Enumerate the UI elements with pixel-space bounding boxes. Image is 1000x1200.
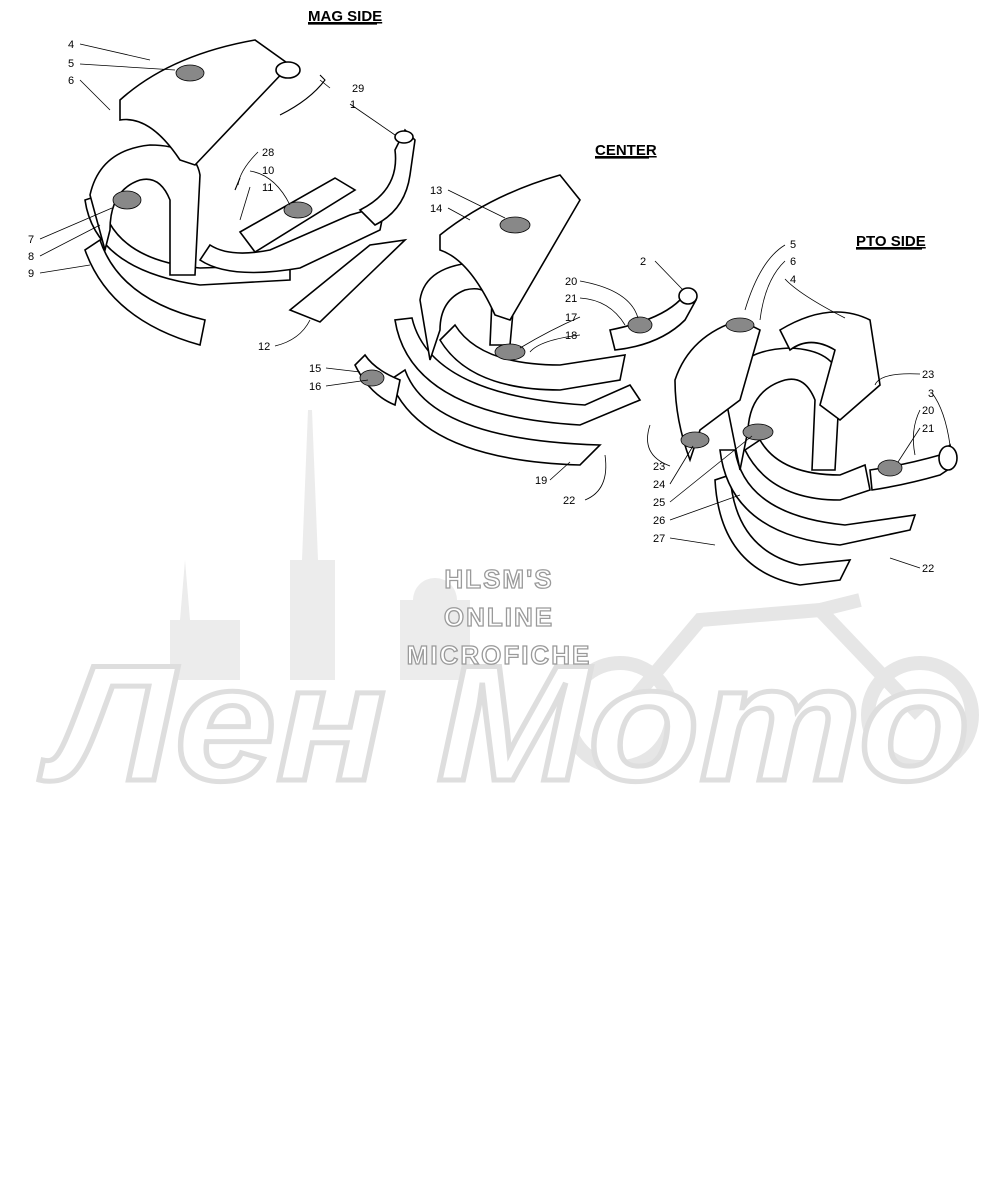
pto-heat-shield-middle — [719, 449, 917, 546]
callout-3: 3 — [928, 388, 934, 400]
section-title-mag-side: MAG SIDE — [308, 8, 382, 25]
callout-5-pto: 5 — [790, 239, 796, 251]
callout-numbers: 4 5 6 29 1 28 10 11 7 8 9 12 13 14 2 20 … — [28, 39, 934, 575]
pto-heat-shield-lower — [714, 473, 852, 586]
center-mesh-patches — [359, 216, 653, 387]
callout-29: 29 — [352, 83, 364, 95]
mesh-patch-10 — [283, 201, 313, 219]
callout-28: 28 — [262, 147, 274, 159]
center-heat-shield-middle — [394, 317, 642, 426]
callout-13: 13 — [430, 185, 442, 197]
mag-heat-shield-lower — [84, 238, 206, 347]
mag-mesh-patches — [112, 64, 313, 219]
center-assembly — [354, 174, 698, 466]
mag-sleeve-12 — [288, 238, 408, 323]
mag-outlet-elbow — [358, 128, 416, 226]
callout-20-pto: 20 — [922, 405, 934, 417]
callout-4: 4 — [68, 39, 74, 51]
center-pipe-body — [438, 323, 627, 391]
mesh-patch-5b — [725, 317, 755, 333]
mag-clip-29 — [279, 74, 326, 116]
center-heat-shield-lower — [389, 368, 602, 466]
callout-24: 24 — [653, 479, 665, 491]
watermark-line-2: ONLINE — [444, 602, 554, 632]
city-skyline-watermark — [170, 410, 470, 680]
callout-11: 11 — [262, 182, 273, 194]
callout-10: 10 — [262, 165, 274, 177]
callout-20: 20 — [565, 276, 577, 288]
leader-lines — [39, 43, 951, 569]
pto-outlet-flange — [938, 445, 958, 471]
callout-21-pto: 21 — [922, 423, 934, 435]
mag-inlet-flange — [275, 61, 301, 79]
callout-9: 9 — [28, 268, 34, 280]
watermark-line-1: HLSM'S — [444, 564, 553, 594]
callout-6-pto: 6 — [790, 256, 796, 268]
callout-14: 14 — [430, 203, 442, 215]
callout-15: 15 — [309, 363, 321, 375]
callout-12: 12 — [258, 341, 270, 353]
watermark: Лен Мото HLSM'S ONLINE MICROFICHE — [36, 410, 979, 818]
callout-8: 8 — [28, 251, 34, 263]
mesh-patch-16 — [359, 369, 385, 387]
mag-side-assembly — [84, 39, 416, 347]
pto-upper-shield-left — [674, 319, 761, 463]
callout-23: 23 — [922, 369, 934, 381]
motorcycle-watermark — [561, 593, 979, 774]
callout-4-pto: 4 — [790, 274, 796, 286]
pto-exhaust-pipe — [724, 347, 841, 471]
mag-pipe-body — [198, 203, 387, 274]
section-title-center: CENTER — [595, 142, 657, 159]
callout-27: 27 — [653, 533, 665, 545]
center-upper-shield — [439, 174, 581, 321]
mesh-patch-21b — [877, 459, 903, 477]
pto-pipe-body — [743, 438, 871, 501]
pto-mesh-patches — [680, 317, 903, 477]
mesh-patch-5 — [175, 64, 205, 82]
callout-7: 7 — [28, 234, 34, 246]
callout-25: 25 — [653, 497, 665, 509]
center-outlet-flange — [678, 287, 698, 305]
section-title-pto-side: PTO SIDE — [856, 233, 926, 250]
callout-21: 21 — [565, 293, 577, 305]
callout-5: 5 — [68, 58, 74, 70]
callout-1: 1 — [350, 99, 356, 111]
pto-upper-shield-right — [778, 311, 881, 422]
callout-19: 19 — [535, 475, 547, 487]
mesh-patch-13 — [499, 216, 531, 234]
brand-watermark: Лен Мото — [39, 631, 970, 815]
pto-side-assembly — [674, 311, 958, 586]
mesh-patch-7 — [112, 190, 142, 210]
watermark-line-3: MICROFICHE — [407, 640, 592, 670]
callout-22: 22 — [563, 495, 575, 507]
callout-22-pto: 22 — [922, 563, 934, 575]
mesh-patch-21 — [627, 316, 653, 334]
callout-26: 26 — [653, 515, 665, 527]
callout-18: 18 — [565, 330, 577, 342]
callout-2: 2 — [640, 256, 646, 268]
mag-upper-shield — [119, 39, 292, 166]
mag-outlet-flange — [394, 130, 414, 144]
mesh-patch-25 — [742, 423, 774, 441]
callout-17: 17 — [565, 312, 577, 324]
callout-23-pto: 23 — [653, 461, 665, 473]
mesh-patch-24 — [680, 431, 710, 449]
callout-16: 16 — [309, 381, 321, 393]
mesh-patch-17 — [494, 343, 526, 361]
callout-6: 6 — [68, 75, 74, 87]
